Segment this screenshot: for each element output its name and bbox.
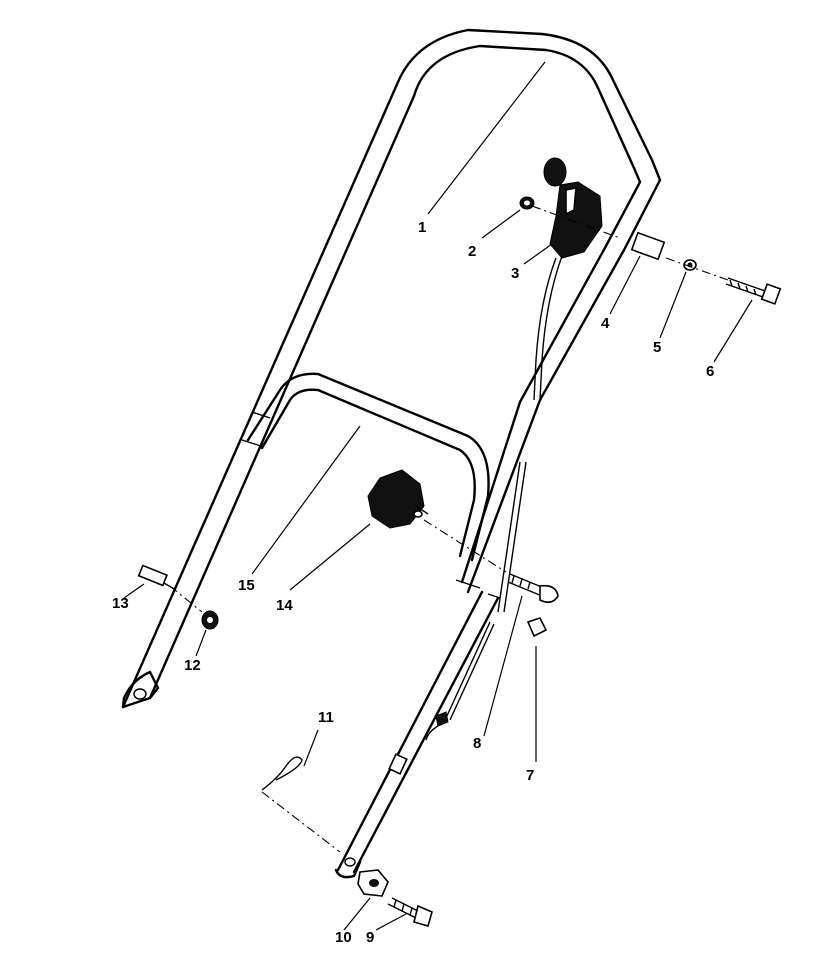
part-label-3: 3	[511, 265, 519, 282]
part-label-13: 13	[112, 595, 129, 612]
part-label-12: 12	[184, 657, 201, 674]
leader-lines	[123, 61, 753, 931]
part-label-10: 10	[335, 929, 352, 946]
cross-brace	[246, 372, 490, 562]
brace-fasteners	[137, 564, 219, 630]
part-label-9: 9	[366, 929, 374, 946]
part-label-2: 2	[468, 243, 476, 260]
part-label-15: 15	[238, 577, 255, 594]
pivot-hardware	[630, 231, 782, 305]
part-label-6: 6	[706, 363, 714, 380]
part-label-1: 1	[418, 219, 426, 236]
control-cable-lower	[425, 461, 527, 741]
part-label-7: 7	[526, 767, 534, 784]
part-labels: 1 2 3 4 5 6 7 8 9 10 11 12 13 14 15	[112, 219, 714, 946]
lower-fasteners	[261, 756, 433, 927]
assembly-center-lines	[169, 205, 729, 853]
handle-knob	[367, 469, 429, 529]
upper-handle	[121, 28, 662, 709]
part-label-11: 11	[318, 709, 334, 726]
part-label-8: 8	[473, 735, 481, 752]
carriage-bolt	[507, 573, 559, 638]
part-label-5: 5	[653, 339, 661, 356]
shift-control	[519, 157, 603, 401]
lower-handle-tube	[334, 590, 501, 879]
part-label-14: 14	[276, 597, 293, 614]
part-label-4: 4	[601, 315, 610, 332]
